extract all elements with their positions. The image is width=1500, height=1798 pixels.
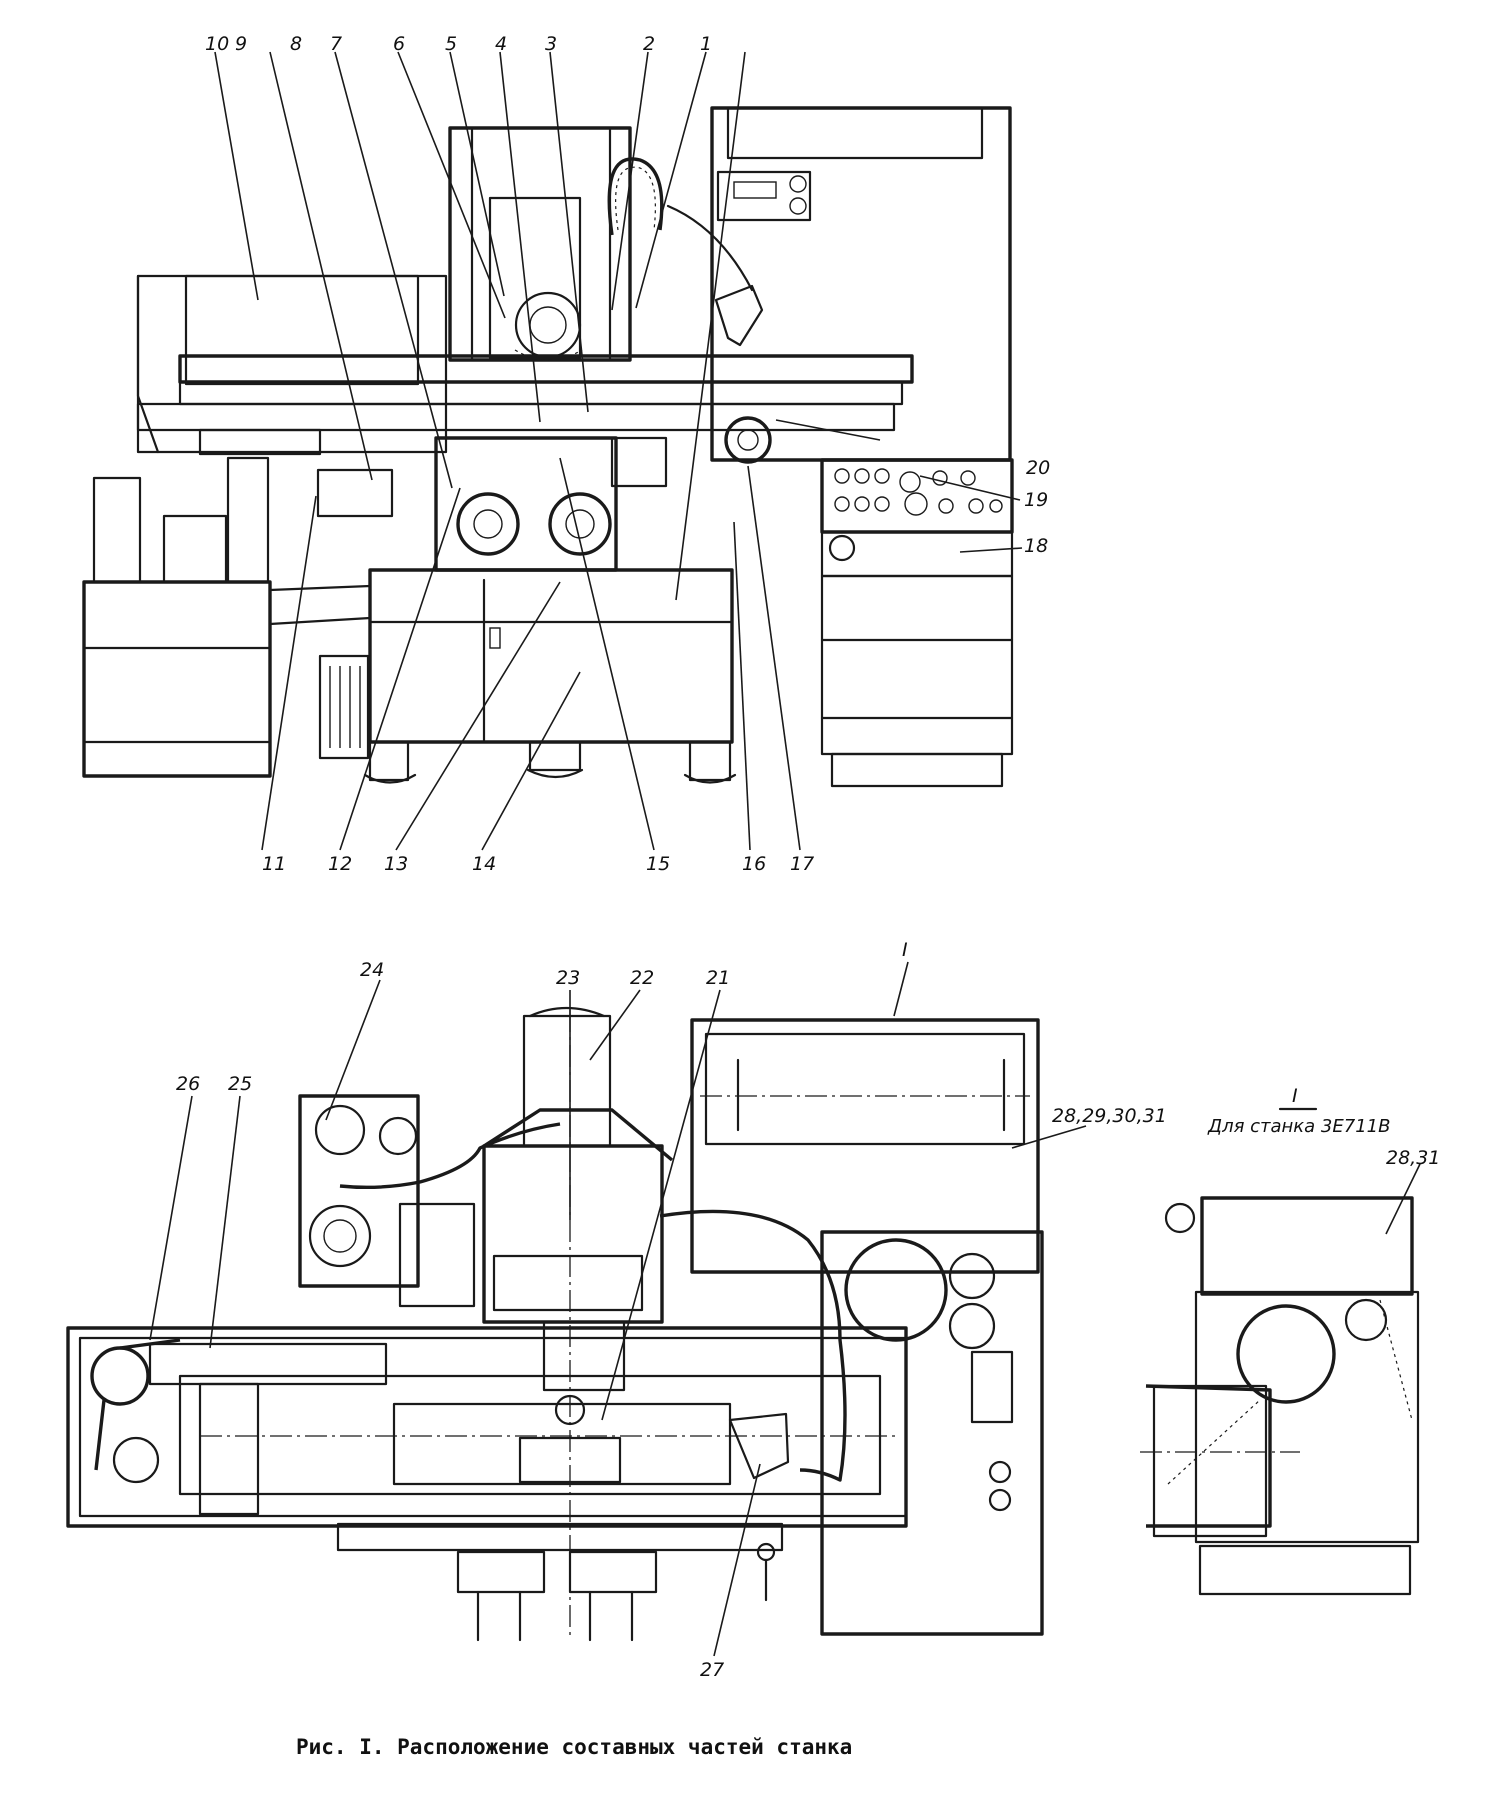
callout-18: 18	[1024, 535, 1048, 557]
callout-13: 13	[384, 853, 408, 875]
callout-16: 16	[742, 853, 766, 875]
control-panel	[820, 458, 1014, 534]
front-elevation	[82, 106, 1014, 788]
inset-marker: I	[1292, 1085, 1298, 1107]
grinding-head	[482, 1144, 664, 1324]
pump	[162, 514, 228, 584]
callout-15: 15	[646, 853, 670, 875]
table-top-view	[178, 1374, 882, 1496]
wheel-guard-top	[518, 1436, 622, 1484]
callout-4: 4	[495, 33, 507, 55]
electrical-cabinet-plan	[690, 1018, 1040, 1274]
magnetic-plate	[136, 274, 448, 454]
hydraulic-hose	[339, 1122, 561, 1190]
callout-6: 6	[393, 33, 405, 55]
callout-2: 2	[643, 33, 655, 55]
plan-frame	[66, 1326, 908, 1528]
callout-17: 17	[790, 853, 814, 875]
control-cabinet-plan	[820, 1230, 1044, 1636]
callout-20: 20	[1026, 457, 1050, 479]
figure-caption: Рис. I. Расположение составных частей ст…	[296, 1735, 852, 1759]
detail-marker: I	[902, 939, 908, 961]
callout-10: 10	[205, 33, 229, 55]
handwheel-left	[456, 492, 520, 556]
callout-9: 9	[235, 33, 247, 55]
coolant-nozzle-plan	[728, 1412, 790, 1480]
callout-8: 8	[290, 33, 302, 55]
callout-21: 21	[706, 967, 730, 989]
callout-labels: 1 2 3 4 5 6 7 8 9 10 11 12 13 14 15 16 1…	[176, 33, 1440, 1759]
callout-19: 19	[1024, 489, 1048, 511]
hydraulic-motor	[92, 476, 142, 584]
callout-22: 22	[630, 967, 654, 989]
cabinet-base-right	[820, 574, 1014, 756]
coolant-line	[659, 1209, 847, 1482]
drive-pulley	[90, 1346, 150, 1406]
callout-28-31: 28,29,30,31	[1052, 1105, 1167, 1127]
inset-title: Для станка 3Е711В	[1207, 1116, 1390, 1137]
plan-view	[66, 1006, 1044, 1642]
control-knobs	[834, 468, 1003, 516]
inset-label: 28,31	[1386, 1147, 1440, 1169]
callout-5: 5	[445, 33, 457, 55]
handwheel-right	[548, 492, 612, 556]
motor-top-view	[844, 1238, 948, 1342]
inset-detail	[1140, 1107, 1421, 1596]
callout-12: 12	[328, 853, 352, 875]
saddle	[434, 436, 618, 572]
callout-3: 3	[545, 33, 557, 55]
hydraulic-panel	[298, 1094, 420, 1288]
cross-feed-handwheel	[724, 416, 772, 464]
callout-11: 11	[262, 853, 286, 875]
handwheel-knob	[828, 534, 856, 562]
callout-1: 1	[700, 33, 712, 55]
inset-motor	[1236, 1304, 1336, 1404]
coolant-nozzle	[714, 284, 764, 347]
spindle-motor	[522, 1014, 612, 1148]
leader-lines-plan	[149, 961, 1087, 1657]
callout-23: 23	[556, 967, 580, 989]
callout-25: 25	[228, 1073, 252, 1095]
callout-7: 7	[330, 33, 342, 55]
leader-lines-top	[214, 51, 1023, 851]
callout-27: 27	[700, 1659, 724, 1681]
callout-24: 24	[360, 959, 384, 981]
coolant-hose	[607, 157, 664, 236]
hydraulic-unit	[82, 580, 272, 778]
valve-block	[316, 468, 394, 518]
electrical-cabinet	[710, 106, 1012, 462]
grinding-head-column	[448, 126, 632, 362]
inset-cabinet	[1200, 1196, 1414, 1296]
callout-26: 26	[176, 1073, 200, 1095]
grinding-wheel	[514, 291, 582, 359]
callout-14: 14	[472, 853, 496, 875]
